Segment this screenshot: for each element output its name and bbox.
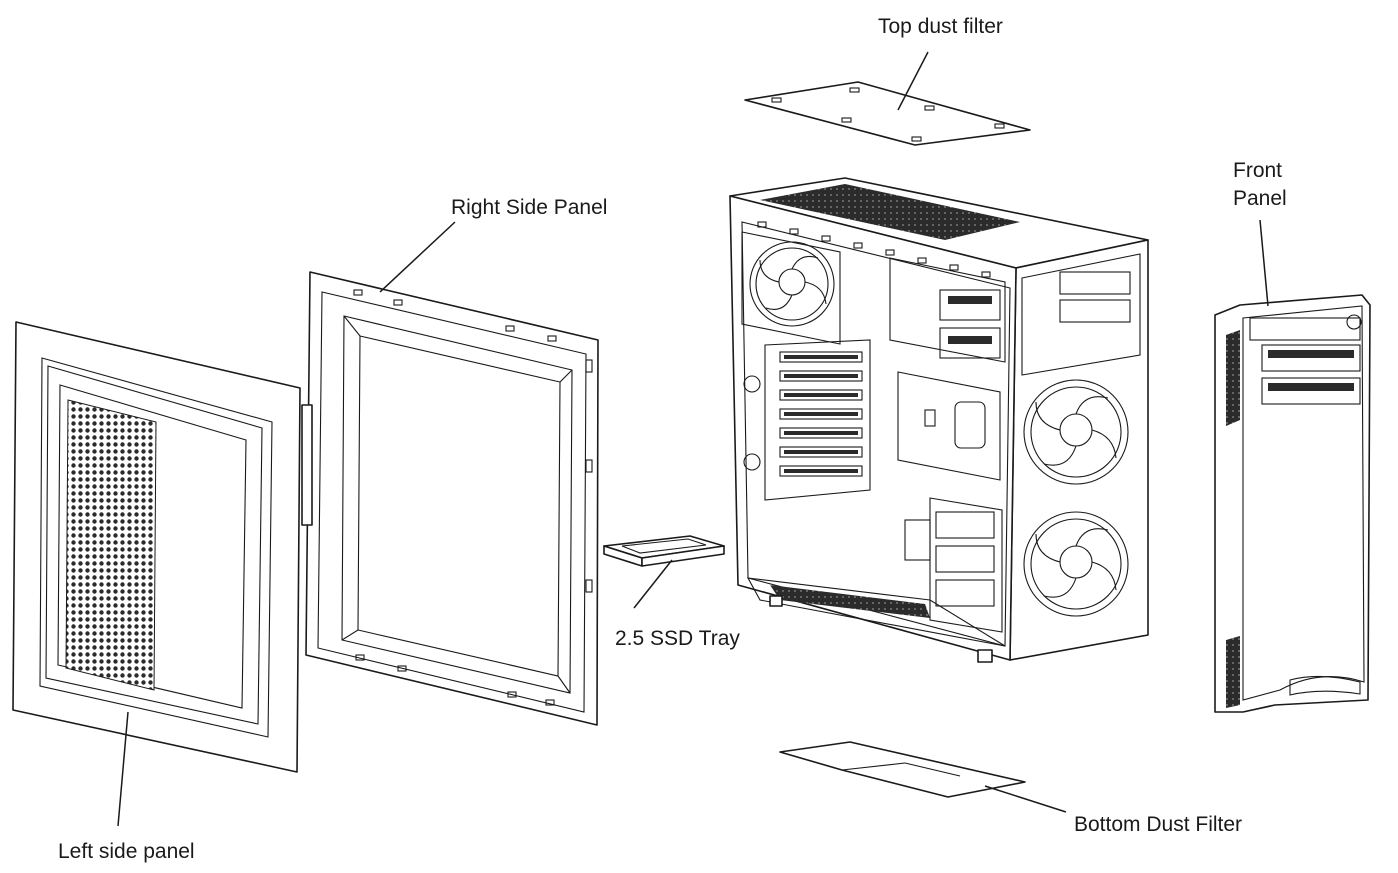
optical-bays xyxy=(889,257,1006,363)
ssd-tray xyxy=(603,535,725,567)
leader-lines xyxy=(117,51,1269,827)
label-left-side-panel: Left side panel xyxy=(58,840,195,863)
label-bottom-dust-filter: Bottom Dust Filter xyxy=(1074,813,1242,836)
label-front-panel-line2: Panel xyxy=(1233,187,1287,210)
expansion-slots xyxy=(764,339,871,501)
label-right-side-panel: Right Side Panel xyxy=(451,196,607,219)
front-panel xyxy=(1214,294,1371,713)
front-fan-top xyxy=(1023,379,1129,485)
label-top-dust-filter: Top dust filter xyxy=(878,15,1003,38)
left-panel-mesh-vent xyxy=(65,399,157,691)
bottom-dust-filter xyxy=(779,741,1026,798)
labels: Top dust filter Front Panel Right Side P… xyxy=(58,15,1287,863)
left-side-panel xyxy=(12,321,301,773)
rear-fan xyxy=(741,231,841,345)
top-dust-filter xyxy=(744,81,1031,146)
hdd-cage xyxy=(904,497,1003,633)
chassis xyxy=(729,177,1149,663)
front-panel-side-vent xyxy=(1226,330,1240,426)
label-front-panel-line1: Front xyxy=(1233,159,1282,182)
front-fan-bottom xyxy=(1023,511,1129,617)
right-side-panel xyxy=(301,271,599,726)
label-ssd-tray: 2.5 SSD Tray xyxy=(615,627,740,650)
top-vent-mesh xyxy=(760,184,1020,240)
